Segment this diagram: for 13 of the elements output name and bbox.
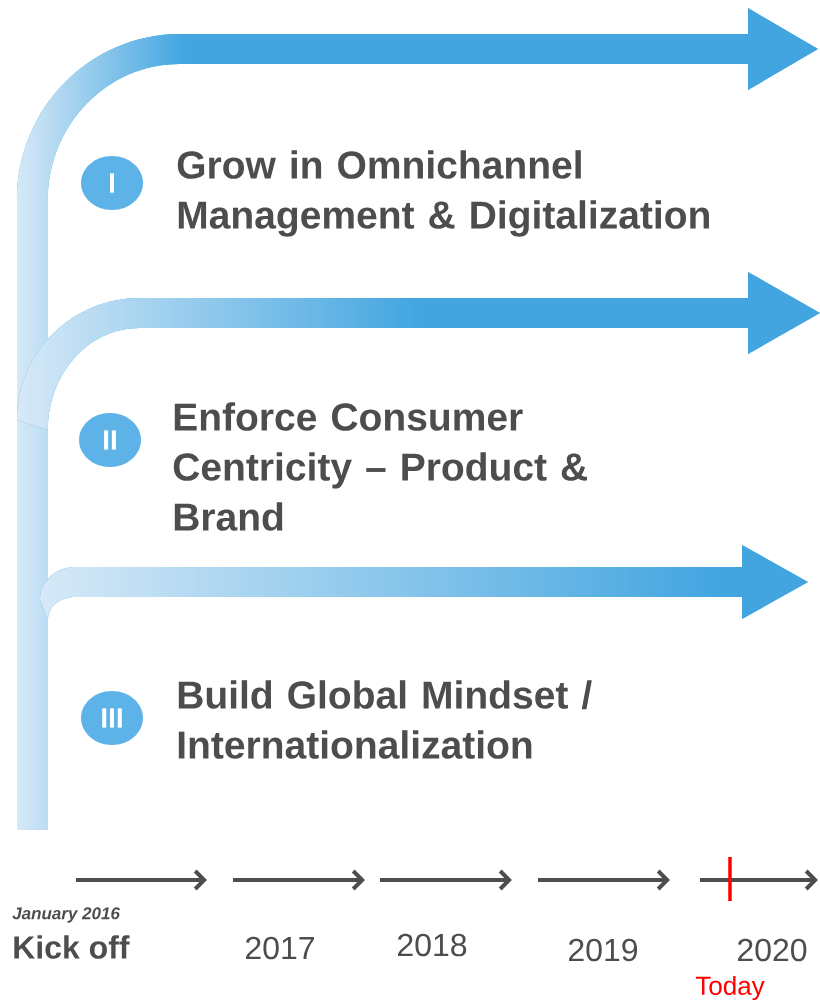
- year-label: 2020: [738, 938, 807, 962]
- today-label: Today: [695, 975, 765, 1001]
- milestone-label: Kick off: [14, 935, 130, 959]
- numbered-badge: I: [81, 156, 143, 210]
- year-label: 2017: [246, 936, 314, 960]
- heading-text: Build Global Mindset / Internationalization: [178, 680, 592, 759]
- numbered-badge: III: [81, 691, 143, 745]
- numbered-badge: II: [79, 413, 141, 467]
- date-label: January 2016: [12, 907, 120, 923]
- heading-text: Grow in Omnichannel Management & Digitalization: [177, 150, 709, 237]
- heading-text: Enforce Consumer Centricity – Product & Brand: [173, 402, 587, 531]
- year-label: 2019: [569, 938, 638, 962]
- year-label: 2018: [398, 933, 467, 957]
